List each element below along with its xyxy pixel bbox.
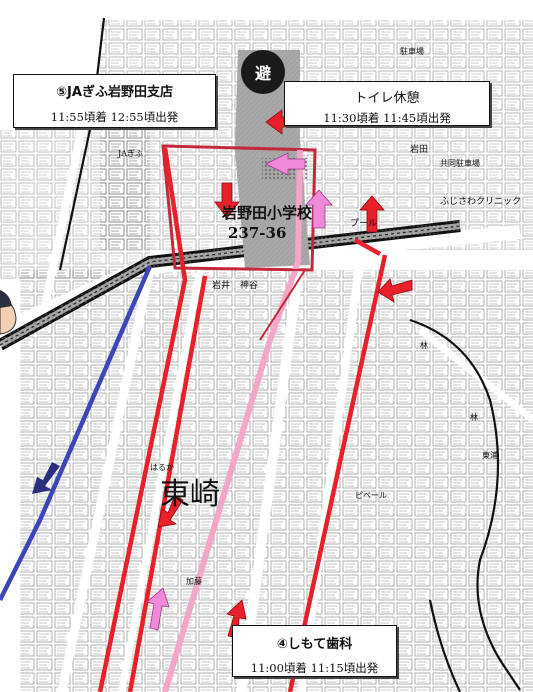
hayashi-label: 林 bbox=[420, 340, 428, 350]
higashiura-label: 東浦 bbox=[482, 450, 498, 460]
roads bbox=[0, 39, 533, 692]
dental-callout: ④しもて歯科 11:00頃着 11:15頃出発 bbox=[232, 625, 397, 677]
ja-branch-callout: ⑤JAぎふ岩野田支店 11:55頃着 12:55頃出発 bbox=[13, 74, 216, 128]
clinic-label: ふじさわクリニック bbox=[440, 196, 521, 207]
shared-parking-label: 共同駐車場 bbox=[440, 158, 480, 168]
arrow-up-icon bbox=[305, 189, 333, 229]
haruka-label: はるか bbox=[150, 463, 174, 472]
school-number-label: 237-36 bbox=[228, 224, 286, 242]
arrow-up-icon bbox=[146, 587, 170, 631]
kamiya-label: 神谷 bbox=[240, 279, 258, 291]
blue-route bbox=[0, 265, 153, 602]
district-label: 東崎 bbox=[160, 477, 220, 512]
arrow-down-icon bbox=[32, 462, 60, 494]
ja-branch-schedule: 11:55頃着 12:55頃出発 bbox=[50, 110, 179, 124]
pink-route-edge bbox=[259, 269, 307, 341]
arrow-up-icon bbox=[359, 195, 385, 233]
iwai-label: 岩井 bbox=[212, 279, 230, 291]
arrow-up-icon bbox=[226, 599, 247, 639]
iwata-label: 岩田 bbox=[410, 143, 428, 155]
toilet-break-callout: トイレ休憩 11:30頃着 11:45頃出発 bbox=[284, 81, 490, 126]
toilet-break-schedule: 11:30頃着 11:45頃出発 bbox=[323, 111, 451, 125]
pink-arrows bbox=[146, 152, 333, 631]
dental-schedule: 11:00頃着 11:15頃出発 bbox=[250, 661, 379, 675]
railway bbox=[0, 220, 461, 351]
dental-title: ④しもて歯科 bbox=[276, 637, 353, 652]
toilet-break-title: トイレ休憩 bbox=[354, 91, 420, 106]
parking-label: 駐車場 bbox=[400, 46, 424, 56]
arrow-down-icon bbox=[214, 182, 240, 219]
arrow-left-icon bbox=[265, 152, 306, 176]
arrow-down-icon bbox=[157, 494, 184, 528]
arrow-left-icon bbox=[377, 278, 413, 303]
person-figure bbox=[0, 290, 17, 335]
school-label: 岩野田小学校 bbox=[221, 204, 313, 222]
hayashi-label: 林 bbox=[470, 412, 478, 422]
evacuation-icon: 避 bbox=[255, 64, 271, 83]
school-outline bbox=[161, 144, 317, 272]
pool-label: プール bbox=[350, 218, 377, 229]
kato-label: 加藤 bbox=[186, 576, 202, 586]
red-route bbox=[97, 147, 388, 692]
ja-gifu-label: JAぎふ bbox=[117, 148, 143, 158]
ja-branch-title: ⑤JAぎふ岩野田支店 bbox=[56, 85, 173, 100]
pivert-label: ピベール bbox=[355, 491, 387, 500]
